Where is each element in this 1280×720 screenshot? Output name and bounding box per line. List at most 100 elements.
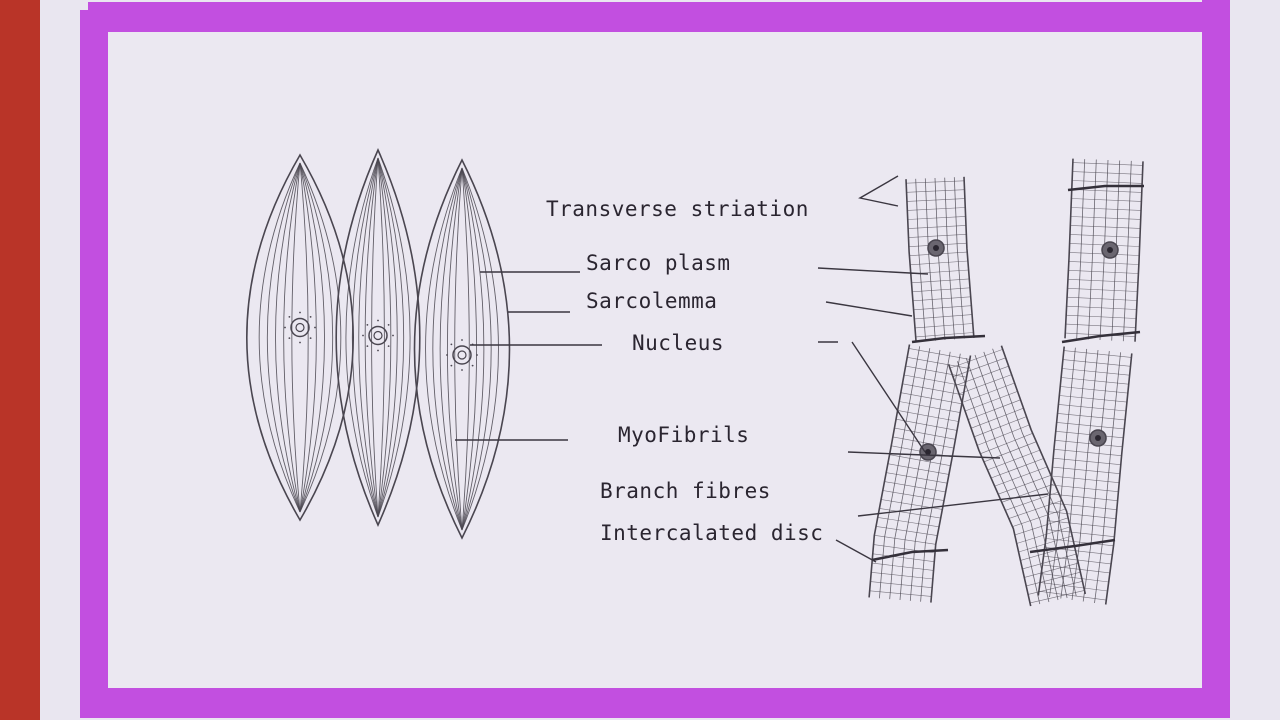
- leader-nucleus-right-b: [851, 341, 926, 453]
- myofibril-line: [299, 162, 334, 513]
- striation: [1068, 270, 1139, 274]
- label-branch-fibres: Branch fibres: [600, 479, 771, 503]
- myofibril-line: [879, 346, 921, 599]
- granule: [309, 315, 312, 318]
- striation: [914, 314, 973, 320]
- cell-outline: [413, 158, 511, 540]
- striation: [1050, 484, 1119, 492]
- striation: [977, 424, 1030, 446]
- striation: [1055, 431, 1124, 439]
- striation: [871, 562, 934, 571]
- cardiac-muscle-fibres: [868, 158, 1144, 607]
- fibre-edge: [930, 355, 972, 603]
- purple-border: [80, 0, 1230, 718]
- striation: [1001, 483, 1055, 503]
- fibre-edge: [1000, 345, 1087, 595]
- myofibril-line: [974, 354, 1059, 601]
- myofibril-line: [299, 162, 317, 513]
- fibre-edge: [905, 179, 917, 343]
- leader-myofibrils-right: [847, 451, 1001, 459]
- striation: [1043, 555, 1112, 565]
- granule: [299, 341, 301, 344]
- striation: [908, 348, 970, 360]
- striation: [983, 441, 1037, 463]
- myofibril-line: [461, 167, 478, 531]
- striation: [1008, 500, 1062, 519]
- granule: [461, 369, 463, 371]
- label-sarcolemma: Sarcolemma: [586, 289, 717, 313]
- striation: [884, 481, 946, 493]
- myofibril-line: [957, 361, 1041, 605]
- striation: [1072, 162, 1143, 166]
- striation: [1053, 449, 1122, 456]
- striation: [908, 225, 967, 229]
- striation: [889, 454, 951, 466]
- striation: [1029, 590, 1085, 604]
- striation: [1059, 395, 1128, 403]
- myofibril-line: [258, 162, 301, 513]
- smooth-muscle-cells: [246, 148, 511, 540]
- myofibril-line: [1087, 159, 1097, 340]
- myofibril-line: [1094, 352, 1121, 604]
- myofibril-line: [283, 162, 301, 513]
- striation: [1049, 502, 1117, 510]
- cardiac-fibre-branch: [947, 345, 1087, 607]
- nucleolus: [295, 322, 305, 333]
- intercalated-disc: [871, 548, 949, 562]
- striation: [906, 189, 965, 193]
- label-sarcoplasm: Sarco plasm: [586, 251, 731, 275]
- granule: [366, 323, 369, 326]
- striation: [906, 180, 965, 184]
- striation: [882, 490, 945, 501]
- myofibril-line: [1082, 351, 1110, 602]
- nucleus: [452, 345, 472, 365]
- striation: [1067, 279, 1138, 283]
- striation: [958, 374, 1012, 395]
- striation: [1012, 508, 1066, 527]
- nucleolus: [373, 330, 383, 341]
- striation: [913, 305, 972, 311]
- striation: [900, 392, 962, 405]
- fibre-edge: [868, 344, 911, 598]
- label-intercalated-disc: Intercalated disc: [600, 521, 823, 545]
- striation: [1024, 562, 1079, 578]
- striation: [908, 234, 967, 238]
- myofibril-line: [377, 157, 392, 518]
- striation: [1066, 305, 1137, 310]
- myofibril-line: [889, 348, 931, 600]
- myofibril-line: [364, 157, 379, 518]
- striation: [1051, 475, 1120, 483]
- striation: [1053, 457, 1121, 465]
- striation: [949, 349, 1003, 369]
- leader-intercalated-disc: [835, 539, 877, 563]
- striation: [1066, 314, 1137, 319]
- granule: [362, 334, 364, 337]
- granule: [461, 339, 463, 341]
- striation: [955, 365, 1009, 386]
- myofibril-line: [377, 157, 385, 518]
- striation: [915, 332, 974, 338]
- granule: [309, 337, 312, 340]
- myofibril-line: [1099, 159, 1109, 341]
- striation: [1048, 511, 1117, 519]
- leader-transverse-striation: [858, 175, 899, 207]
- nucleolus: [1095, 435, 1101, 441]
- granule: [450, 364, 453, 367]
- myofibril-line: [439, 167, 463, 531]
- smooth-muscle-cell: [413, 158, 511, 540]
- striation: [1026, 571, 1081, 587]
- striation: [876, 526, 938, 536]
- striation: [899, 401, 961, 413]
- striation: [1042, 564, 1110, 574]
- striation: [902, 383, 964, 396]
- label-transverse-striation: Transverse striation: [546, 197, 809, 221]
- striation: [894, 427, 956, 440]
- fibre-edge: [947, 364, 1032, 607]
- striation: [964, 391, 1018, 412]
- granule: [299, 311, 301, 314]
- myofibril-line: [291, 162, 301, 513]
- striation: [1067, 288, 1138, 292]
- leader-branch-fibres: [857, 493, 1049, 517]
- striation: [892, 436, 954, 449]
- striation: [1065, 323, 1136, 328]
